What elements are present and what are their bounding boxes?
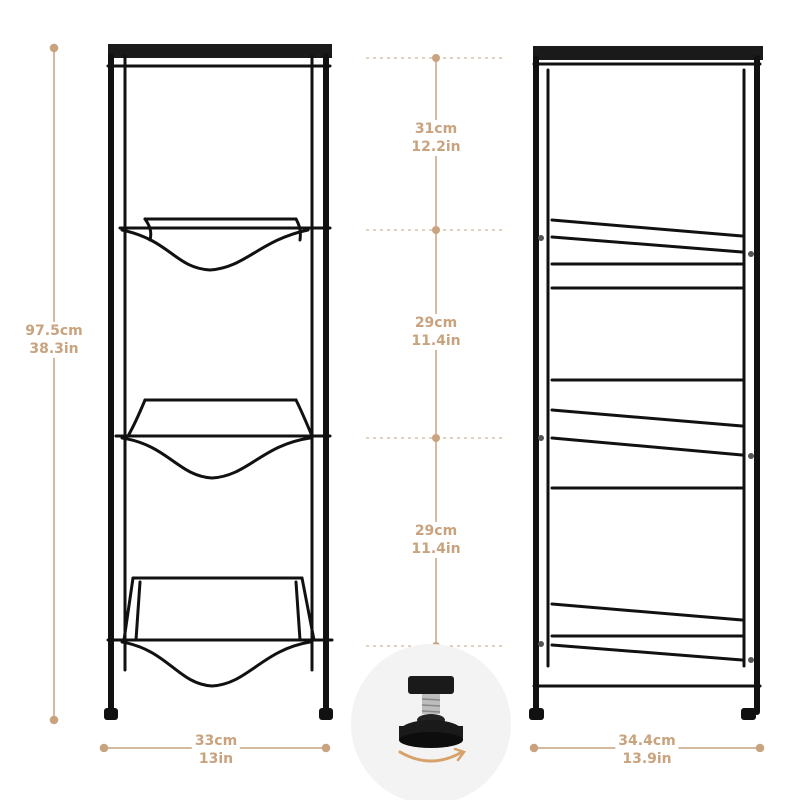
front-width-cm: 33cm [194,733,238,749]
middle-gap-label: 29cm 11.4in [408,314,464,350]
front-width-label: 33cm 13in [191,732,241,768]
front-view-rack [104,44,334,720]
bottom-gap-label: 29cm 11.4in [408,522,464,558]
front-top-board [108,44,332,58]
rotate-arrow-icon [398,747,467,763]
side-foot-left [529,708,544,720]
top-gap-label: 31cm 12.2in [408,120,464,156]
bottom-gap-in: 11.4in [411,541,461,557]
front-width-in: 13in [198,751,234,767]
side-view-rack [529,46,763,720]
bottom-gap-cm: 29cm [414,523,458,539]
side-top-board [533,46,763,60]
height-dimension-line [49,43,59,725]
middle-gap-cm: 29cm [414,315,458,331]
top-gap-in: 12.2in [411,139,461,155]
total-height-in: 38.3in [29,341,79,357]
total-height-cm: 97.5cm [25,323,83,339]
top-gap-cm: 31cm [414,121,458,137]
side-depth-cm: 34.4cm [618,733,676,749]
side-depth-in: 13.9in [622,751,672,767]
side-foot-right [741,708,756,720]
side-depth-label: 34.4cm 13.9in [615,732,679,768]
adjustable-foot-icon [351,644,511,800]
front-foot-left [104,708,118,720]
middle-gap-in: 11.4in [411,333,461,349]
total-height-label: 97.5cm 38.3in [22,322,86,358]
front-foot-right [319,708,333,720]
